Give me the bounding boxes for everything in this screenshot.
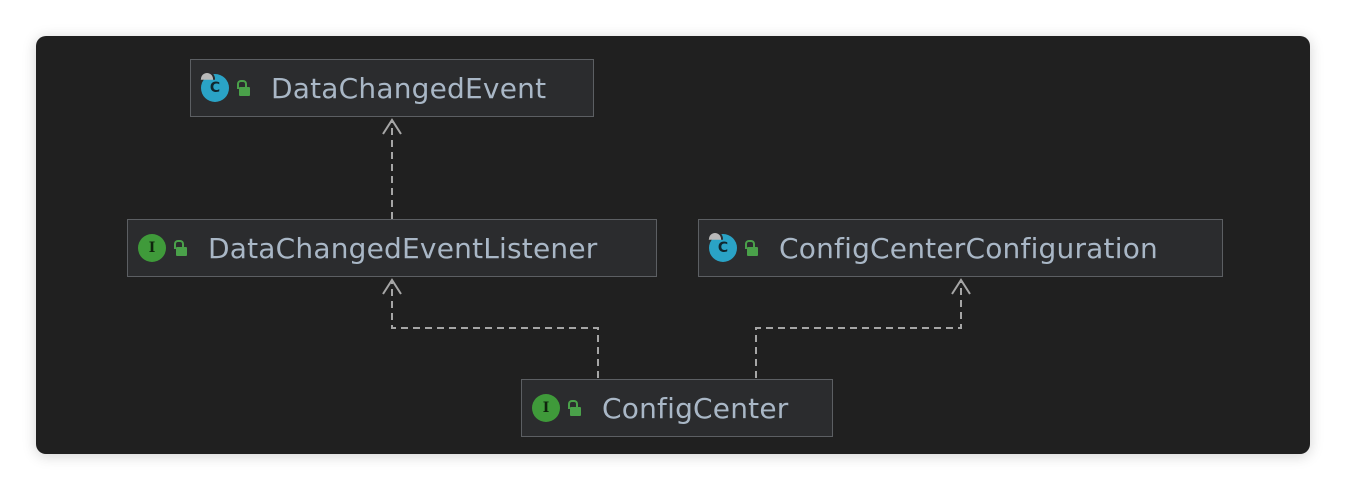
node-config-center[interactable]: I ConfigCenter (521, 379, 833, 437)
abstract-badge-icon (199, 71, 215, 80)
node-config-center-configuration[interactable]: C ConfigCenterConfiguration (698, 219, 1223, 277)
interface-icon: I (532, 394, 560, 422)
public-lock-icon (744, 239, 758, 257)
public-lock-icon (236, 79, 250, 97)
node-data-changed-event-listener[interactable]: I DataChangedEventListener (127, 219, 657, 277)
node-label: ConfigCenterConfiguration (779, 231, 1158, 265)
node-data-changed-event[interactable]: C DataChangedEvent (190, 59, 594, 117)
interface-icon: I (138, 234, 166, 262)
abstract-badge-icon (707, 231, 723, 240)
public-lock-icon (567, 399, 581, 417)
class-icon: C (199, 71, 229, 102)
node-label: DataChangedEvent (271, 71, 547, 105)
public-lock-icon (173, 239, 187, 257)
node-label: ConfigCenter (602, 391, 789, 425)
node-label: DataChangedEventListener (208, 231, 598, 265)
class-icon: C (707, 231, 737, 262)
